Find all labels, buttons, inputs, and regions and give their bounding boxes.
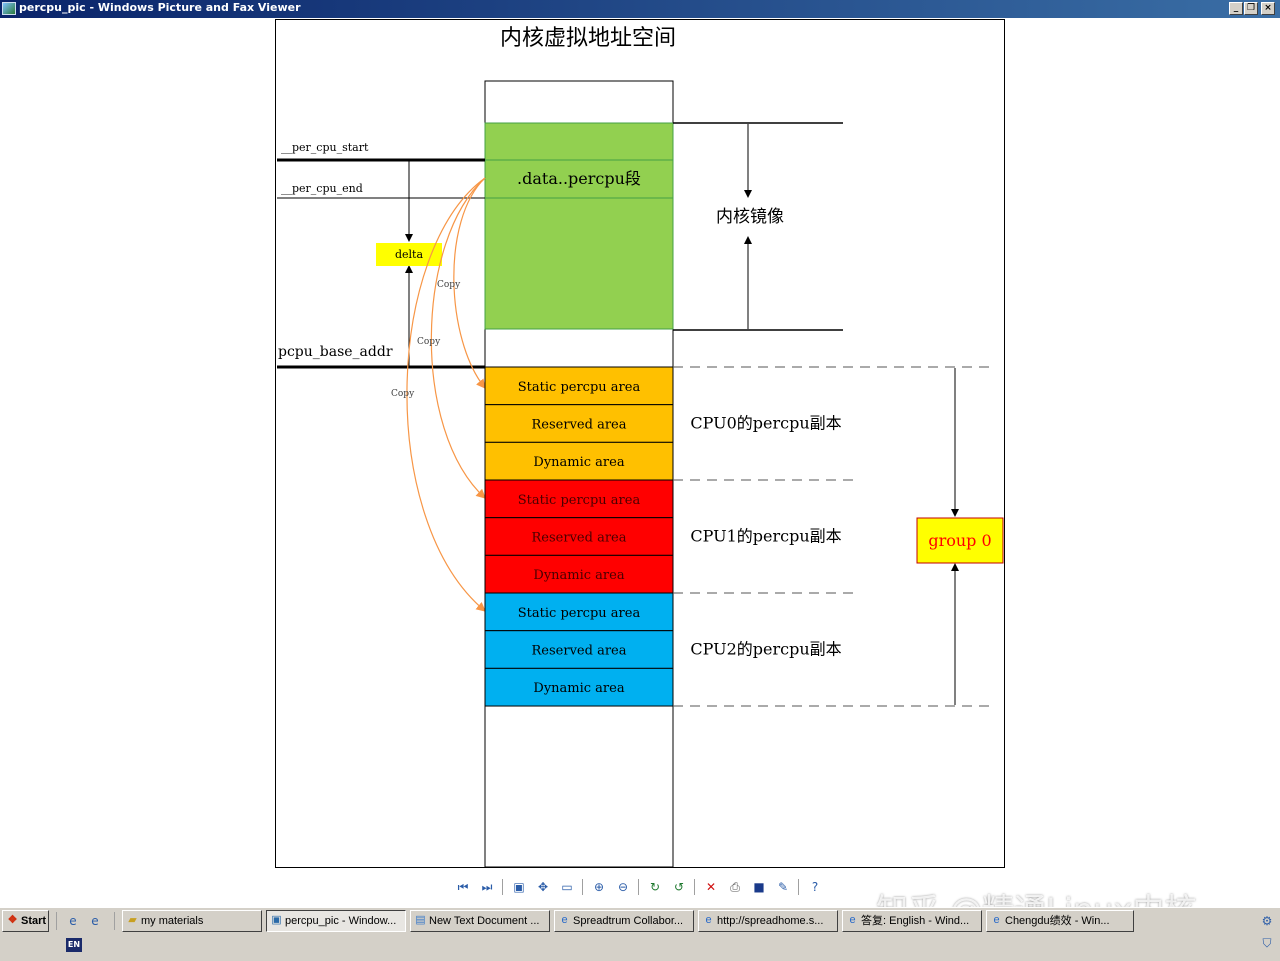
rotate-clockwise-icon[interactable]: ↻ xyxy=(649,880,661,894)
print-icon[interactable]: ⎙ xyxy=(730,880,740,894)
taskbar-item-label: percpu_pic - Window... xyxy=(285,915,397,927)
taskbar-item-percpu-pic[interactable]: ▣ percpu_pic - Window... xyxy=(266,910,406,932)
taskbar-item-label: http://spreadhome.s... xyxy=(717,915,824,927)
rotate-counterclockwise-icon[interactable]: ↺ xyxy=(673,880,685,894)
internet-explorer-icon[interactable]: e xyxy=(69,914,77,928)
kernel-image-label: 内核镜像 xyxy=(716,207,784,227)
data-percpu-section xyxy=(484,122,674,330)
internet-explorer-icon: e xyxy=(705,914,712,926)
cpu1-area-2-block xyxy=(484,554,674,594)
best-fit-icon[interactable]: ▣ xyxy=(513,880,525,894)
cpu0-copy-label: CPU0的percpu副本 xyxy=(690,414,841,433)
group-box xyxy=(916,517,1004,564)
zoom-out-icon[interactable]: ⊖ xyxy=(617,880,629,894)
taskbar-item-label: 答复: English - Wind... xyxy=(861,915,970,927)
cpu0-area-2-block xyxy=(484,441,674,481)
internet-explorer-icon: e xyxy=(849,914,856,926)
taskbar-item-label: New Text Document ... xyxy=(429,915,540,927)
copy-label-3: Copy xyxy=(391,389,415,399)
cpu0-area-1-label: Reserved area xyxy=(532,418,627,433)
toolbar-separator xyxy=(638,879,639,895)
internet-explorer-icon: e xyxy=(993,914,1000,926)
ie-quicklaunch-icon[interactable]: e xyxy=(91,914,99,928)
restore-button[interactable]: ❐ xyxy=(1244,2,1258,15)
start-label: Start xyxy=(21,915,47,927)
language-indicator[interactable]: EN xyxy=(66,938,82,952)
pcpu-base-addr-label: pcpu_base_addr xyxy=(278,344,393,360)
taskbar-item-spreadhome[interactable]: e http://spreadhome.s... xyxy=(698,910,838,932)
windows-logo-icon: ❖ xyxy=(7,914,18,926)
taskbar-item-chengdu[interactable]: e Chengdu绩效 - Win... xyxy=(986,910,1134,932)
window-title-bar[interactable]: percpu_pic - Windows Picture and Fax Vie… xyxy=(0,0,1280,18)
taskbar-item-label: Spreadtrum Collabor... xyxy=(573,915,684,927)
slideshow-icon[interactable]: ▭ xyxy=(561,880,573,894)
cpu0-area-0-block xyxy=(484,366,674,406)
cpu1-area-0-block xyxy=(484,479,674,519)
zoom-in-icon[interactable]: ⊕ xyxy=(593,880,605,894)
taskbar-item-text-document[interactable]: ▤ New Text Document ... xyxy=(410,910,550,932)
cpu1-area-0-label: Static percpu area xyxy=(518,493,641,508)
cpu2-area-1-label: Reserved area xyxy=(532,644,627,659)
copy-label-1: Copy xyxy=(437,280,461,290)
notepad-icon: ▤ xyxy=(415,914,426,926)
group-label: group 0 xyxy=(928,531,991,550)
cpu1-area-1-label: Reserved area xyxy=(532,531,627,546)
previous-image-icon[interactable]: ⏮ xyxy=(457,880,469,894)
shield-icon[interactable]: ⛉ xyxy=(1262,936,1272,950)
delta-box xyxy=(376,243,442,266)
cpu0-area-1-block xyxy=(484,404,674,443)
cpu1-copy-label: CPU1的percpu副本 xyxy=(690,527,841,546)
viewer-toolbar: ⏮ ⏭ ▣ ✥ ▭ ⊕ ⊖ ↻ ↺ ✕ ⎙ ■ ✎ ? xyxy=(452,876,832,898)
taskbar: ❖ Start e e ▰ my materials ▣ percpu_pic … xyxy=(0,907,1280,961)
copy-arrow-cpu2 xyxy=(406,177,486,612)
taskbar-separator xyxy=(56,912,57,930)
toolbar-separator xyxy=(502,879,503,895)
toolbar-separator xyxy=(694,879,695,895)
next-image-icon[interactable]: ⏭ xyxy=(481,880,493,894)
diagram-title: 内核虚拟地址空间 xyxy=(500,26,676,51)
copy-label-2: Copy xyxy=(417,337,441,347)
copy-arrow-cpu0 xyxy=(453,177,486,389)
toolbar-separator xyxy=(798,879,799,895)
picture-viewer-icon: ▣ xyxy=(271,914,282,926)
cpu2-area-1-block xyxy=(484,630,674,669)
delete-icon[interactable]: ✕ xyxy=(705,880,717,894)
taskbar-item-spreadtrum[interactable]: e Spreadtrum Collabor... xyxy=(554,910,694,932)
taskbar-item-label: my materials xyxy=(141,915,204,927)
per-cpu-start-label: __per_cpu_start xyxy=(281,141,369,154)
cpu2-area-2-label: Dynamic area xyxy=(533,681,624,696)
taskbar-item-label: Chengdu绩效 - Win... xyxy=(1005,915,1110,927)
cpu2-area-2-block xyxy=(484,667,674,707)
toolbar-separator xyxy=(582,879,583,895)
delta-label: delta xyxy=(395,248,423,261)
cpu0-area-2-label: Dynamic area xyxy=(533,455,624,470)
taskbar-item-english[interactable]: e 答复: English - Wind... xyxy=(842,910,982,932)
folder-icon: ▰ xyxy=(128,914,137,926)
start-button[interactable]: ❖ Start xyxy=(2,910,49,932)
cpu1-area-2-label: Dynamic area xyxy=(533,568,624,583)
save-copy-icon[interactable]: ■ xyxy=(753,880,765,894)
taskbar-item-my-materials[interactable]: ▰ my materials xyxy=(122,910,262,932)
image-canvas: 内核虚拟地址空间 .data..percpu段 内核镜像 __per_cpu_s… xyxy=(275,19,1005,868)
window-title: percpu_pic - Windows Picture and Fax Vie… xyxy=(19,1,301,14)
close-button[interactable]: × xyxy=(1261,2,1275,15)
help-icon[interactable]: ? xyxy=(811,880,819,894)
cpu2-copy-label: CPU2的percpu副本 xyxy=(690,640,841,659)
cpu1-area-1-block xyxy=(484,517,674,556)
cpu2-area-0-label: Static percpu area xyxy=(518,606,641,621)
open-for-editing-icon[interactable]: ✎ xyxy=(777,880,789,894)
data-percpu-label: .data..percpu段 xyxy=(517,169,641,188)
taskbar-separator xyxy=(114,912,115,930)
cpu0-area-0-label: Static percpu area xyxy=(518,380,641,395)
minimize-button[interactable]: _ xyxy=(1229,2,1243,15)
actual-size-icon[interactable]: ✥ xyxy=(537,880,549,894)
copy-arrow-cpu1 xyxy=(430,177,486,499)
tray-icon[interactable]: ⚙ xyxy=(1261,914,1273,928)
per-cpu-end-label: __per_cpu_end xyxy=(281,182,363,195)
percpu-diagram: 内核虚拟地址空间 .data..percpu段 内核镜像 __per_cpu_s… xyxy=(277,26,1004,867)
picture-viewer-icon xyxy=(2,2,16,15)
internet-explorer-icon: e xyxy=(561,914,568,926)
